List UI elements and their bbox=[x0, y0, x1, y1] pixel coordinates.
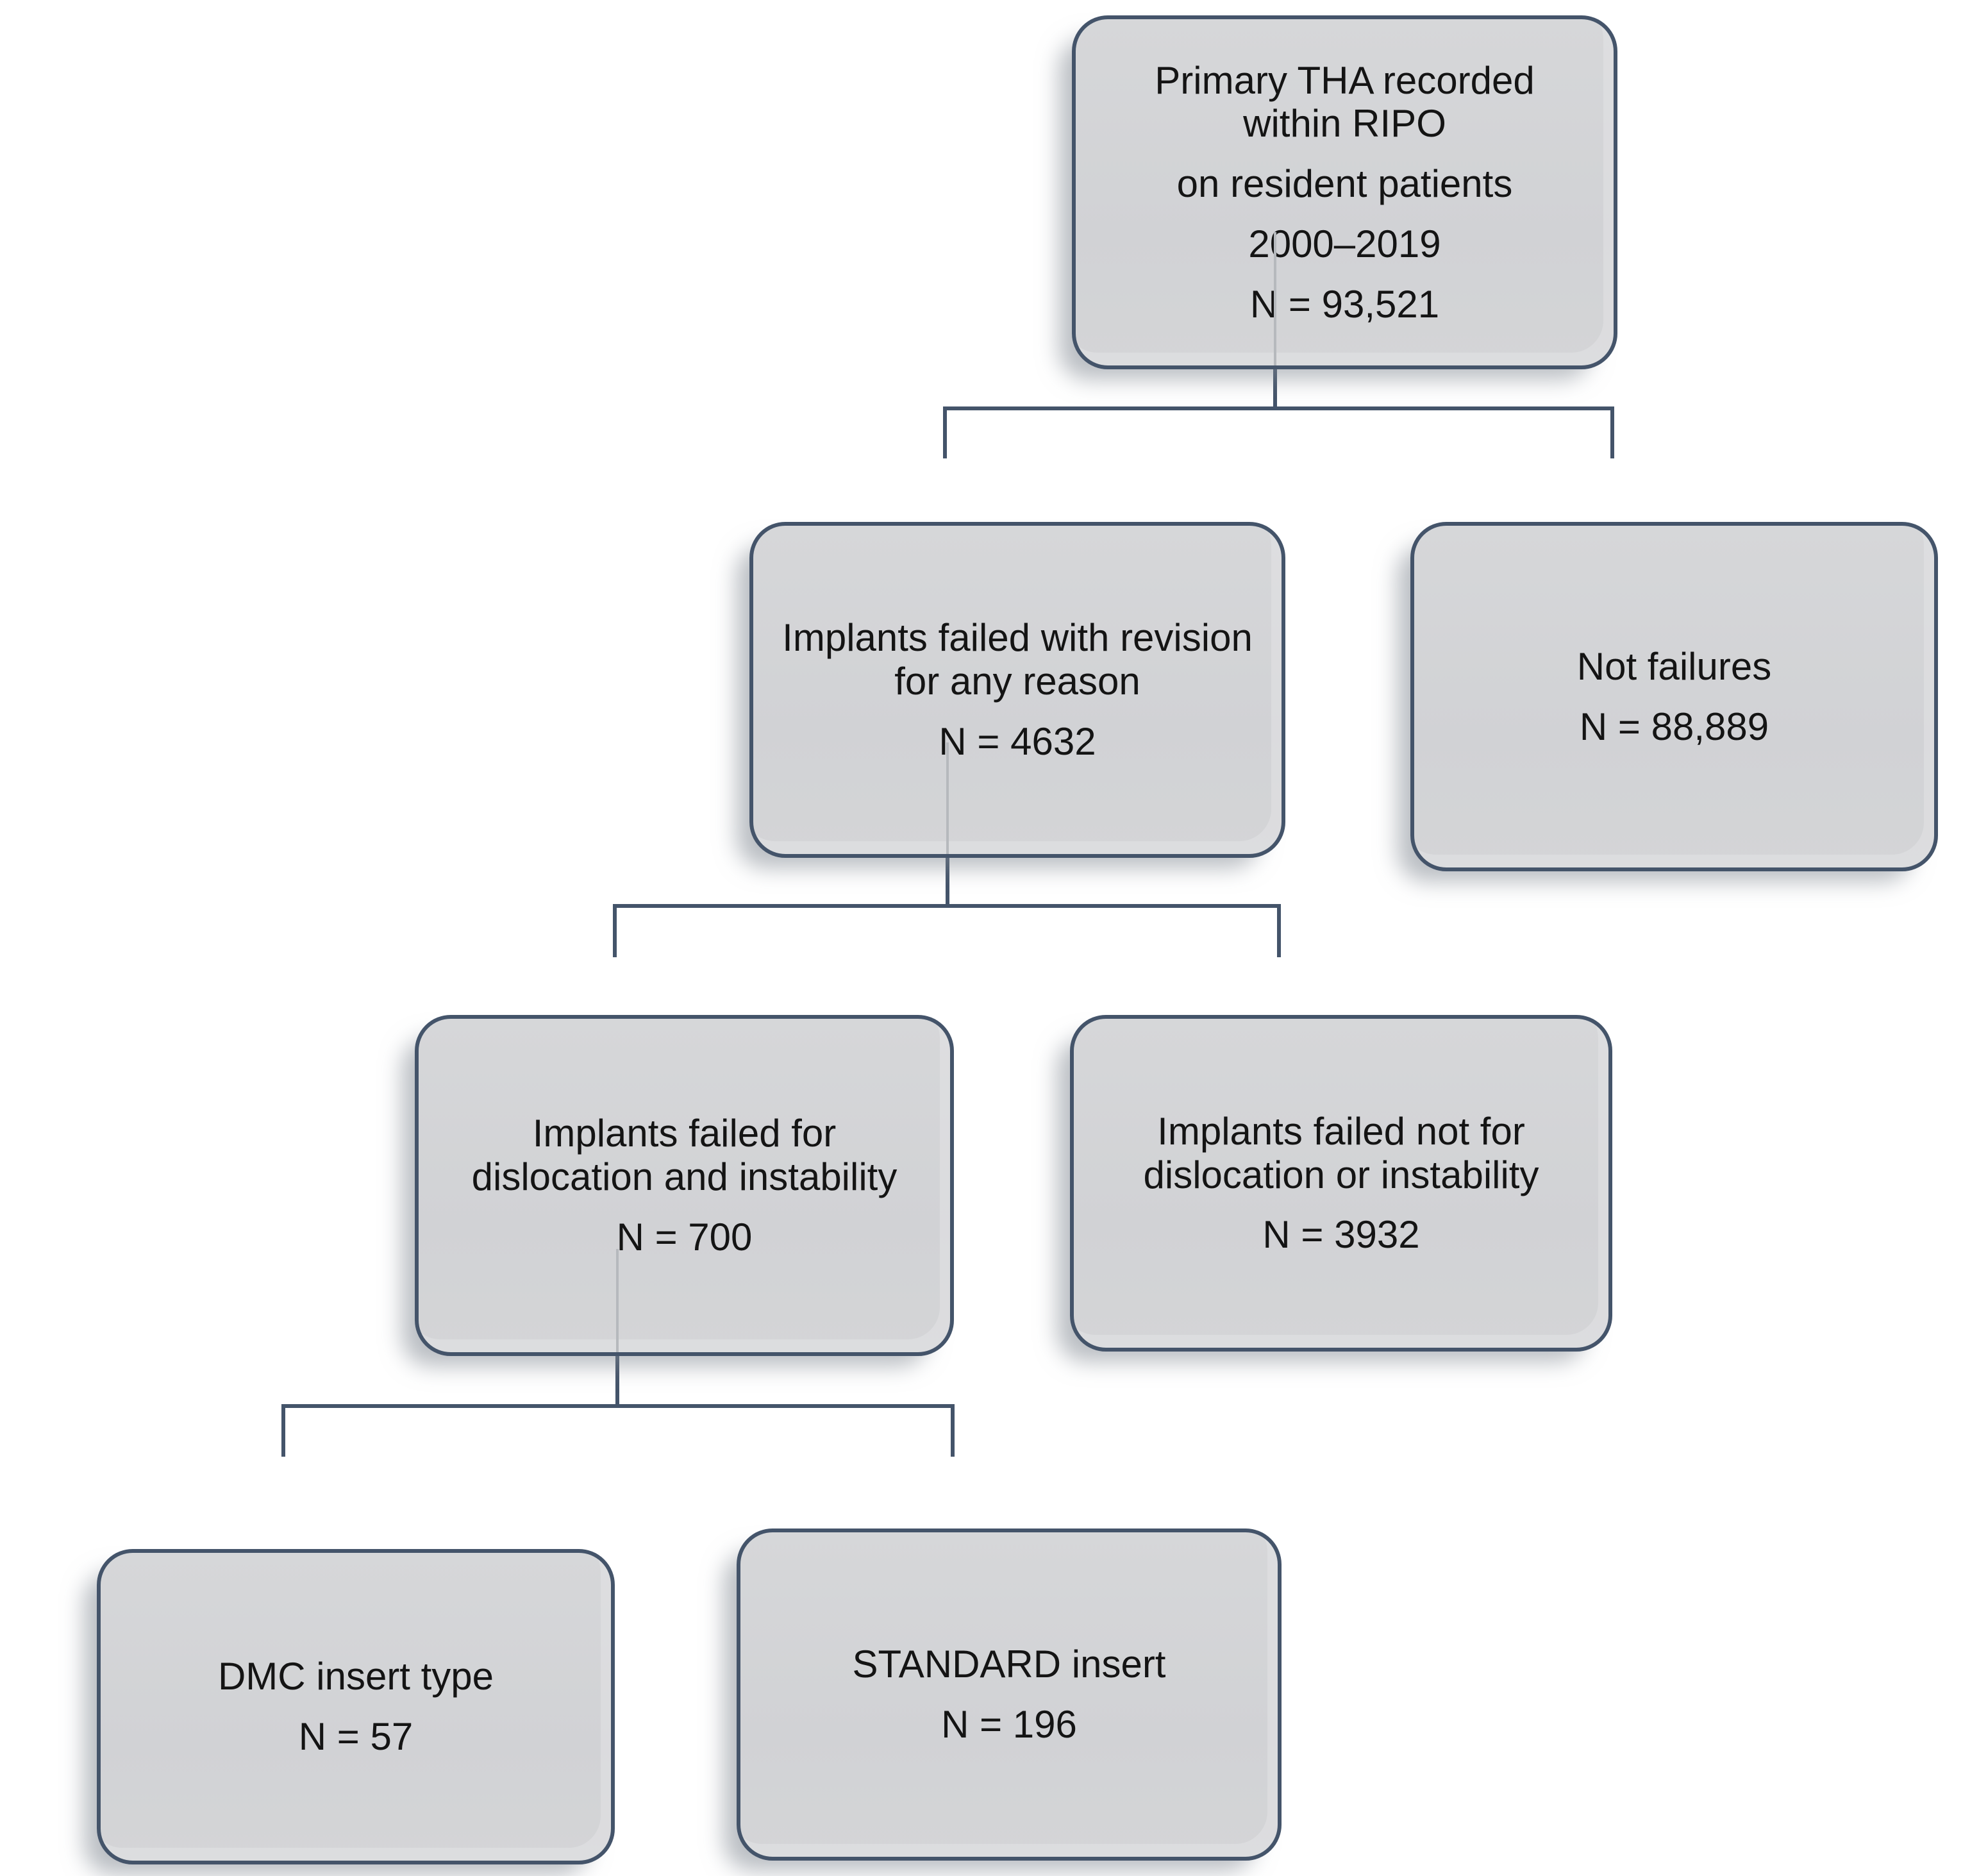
node-text: Not failures bbox=[1576, 644, 1772, 688]
node-count: N = 3932 bbox=[1262, 1213, 1420, 1257]
faint-stem-under-primary-tha bbox=[1274, 232, 1276, 365]
node-text: STANDARD insert bbox=[852, 1643, 1166, 1686]
node-count: N = 196 bbox=[941, 1703, 1077, 1746]
node-text: Primary THA recorded within RIPO bbox=[1155, 58, 1535, 146]
flow-node-failed-dislocation: Implants failed for dislocation and inst… bbox=[415, 1015, 954, 1356]
connector-tier3-left-drop bbox=[281, 1404, 285, 1457]
faint-stem-under-dislocation bbox=[616, 1249, 619, 1352]
node-text: Implants failed with revision for any re… bbox=[782, 616, 1253, 703]
node-count: N = 700 bbox=[616, 1215, 753, 1259]
connector-tier2-stem bbox=[946, 858, 949, 908]
faint-stem-under-failed bbox=[946, 742, 949, 854]
connector-tier1-stem bbox=[1273, 369, 1277, 410]
connector-tier1-right-drop bbox=[1610, 406, 1614, 458]
node-count: N = 88,889 bbox=[1579, 705, 1769, 748]
connector-tier2-left-drop bbox=[613, 904, 617, 957]
flow-node-primary-tha: Primary THA recorded within RIPO on resi… bbox=[1072, 15, 1617, 369]
node-text: DMC insert type bbox=[217, 1655, 494, 1698]
flow-node-standard-insert: STANDARD insert N = 196 bbox=[737, 1528, 1282, 1861]
flow-node-not-failures: Not failures N = 88,889 bbox=[1410, 522, 1938, 871]
flow-node-failed-any-reason: Implants failed with revision for any re… bbox=[749, 522, 1285, 858]
node-count: N = 57 bbox=[298, 1715, 413, 1758]
connector-tier3-stem bbox=[615, 1356, 619, 1408]
node-text: on resident patients bbox=[1176, 162, 1513, 206]
flow-node-dmc-insert: DMC insert type N = 57 bbox=[97, 1549, 615, 1864]
connector-tier3-bar bbox=[281, 1404, 955, 1408]
connector-tier1-left-drop bbox=[943, 406, 947, 458]
node-text: Implants failed not for dislocation or i… bbox=[1143, 1109, 1539, 1196]
connector-tier2-right-drop bbox=[1277, 904, 1281, 957]
node-text: 2000–2019 bbox=[1248, 222, 1441, 265]
node-count: N = 93,521 bbox=[1249, 282, 1440, 326]
connector-tier1-bar bbox=[943, 406, 1614, 410]
node-text: Implants failed for dislocation and inst… bbox=[471, 1112, 898, 1199]
flow-node-failed-not-dislocation: Implants failed not for dislocation or i… bbox=[1070, 1015, 1612, 1352]
connector-tier3-right-drop bbox=[951, 1404, 955, 1457]
node-count: N = 4632 bbox=[939, 719, 1096, 763]
connector-tier2-bar bbox=[613, 904, 1281, 908]
